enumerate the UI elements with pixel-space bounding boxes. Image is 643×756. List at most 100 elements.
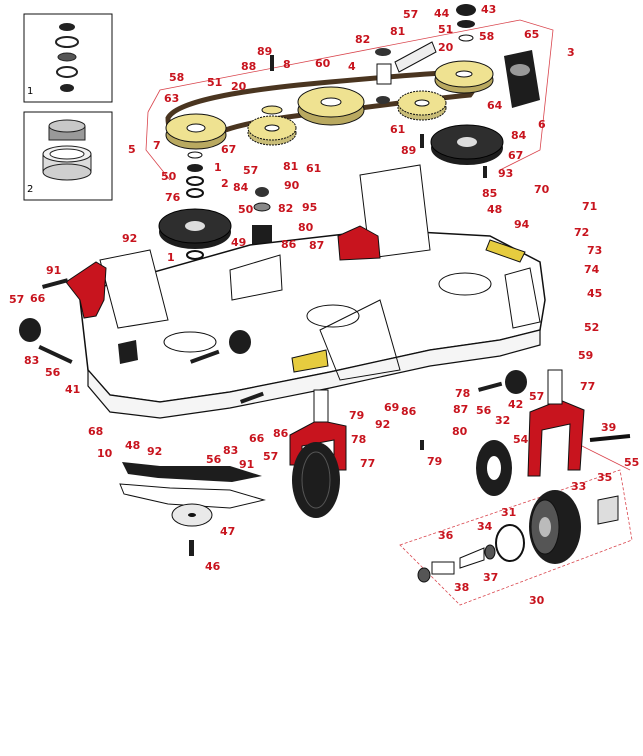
callout-87: 87 [453,403,469,416]
callout-80: 80 [452,425,468,438]
callout-42: 42 [508,398,524,411]
callout-91: 91 [46,264,62,277]
callout-84: 84 [233,181,249,194]
callout-73: 73 [587,244,603,257]
callout-77: 77 [360,457,376,470]
callout-2: 2 [221,177,229,190]
spindle-housing-right [430,124,504,165]
callout-52: 52 [584,321,600,334]
roller-left [19,318,527,394]
callout-93: 93 [498,167,514,180]
callout-90: 90 [284,179,300,192]
mower-blade-lower [119,483,266,509]
callout-78: 78 [455,387,471,400]
callout-60: 60 [315,57,331,70]
red-bracket-center [337,225,381,261]
callout-86: 86 [281,238,297,251]
callout-45: 45 [587,287,603,300]
inset-2-bushing [23,111,113,201]
callout-30: 30 [529,594,545,607]
inset-label-2: 2 [27,184,34,195]
callout-71: 71 [582,200,598,213]
callout-76: 76 [165,191,181,204]
callout-95: 95 [302,201,318,214]
callout-88: 88 [241,60,257,73]
callout-68: 68 [88,425,104,438]
callout-59: 59 [578,349,594,362]
callout-79: 79 [427,455,443,468]
callout-86: 86 [401,405,417,418]
callout-57: 57 [263,450,279,463]
callout-78: 78 [351,433,367,446]
callout-82: 82 [278,202,294,215]
callout-4: 4 [348,60,356,73]
caster-wheel-left [292,442,340,518]
callout-1: 1 [214,161,222,174]
callout-51: 51 [207,76,223,89]
callout-81: 81 [283,160,299,173]
callout-67: 67 [508,149,524,162]
pulley-left [165,113,227,150]
callout-51: 51 [438,23,454,36]
callout-44: 44 [434,7,450,20]
callout-58: 58 [479,30,495,43]
idler-pulley-left [247,105,297,146]
callout-37: 37 [483,571,499,584]
callout-80: 80 [298,221,314,234]
callout-57: 57 [243,164,259,177]
callout-61: 61 [390,123,406,136]
callout-50: 50 [161,170,177,183]
callout-67: 67 [221,143,237,156]
callout-79: 79 [349,409,365,422]
callout-43: 43 [481,3,497,16]
callout-39: 39 [601,421,617,434]
callout-48: 48 [125,439,141,452]
callout-66: 66 [30,292,46,305]
callout-54: 54 [513,433,529,446]
callout-81: 81 [390,25,406,38]
callout-57: 57 [9,293,25,306]
callout-69: 69 [384,401,400,414]
callout-57: 57 [403,8,419,21]
callout-56: 56 [45,366,61,379]
callout-86: 86 [273,427,289,440]
callout-47: 47 [220,525,236,538]
callout-64: 64 [487,99,503,112]
callout-7: 7 [153,139,161,152]
callout-57: 57 [529,390,545,403]
callout-50: 50 [238,203,254,216]
callout-6: 6 [538,118,546,131]
callout-72: 72 [574,226,590,239]
blade-washer [171,503,213,556]
callout-85: 85 [482,187,498,200]
callout-74: 74 [584,263,600,276]
callout-92: 92 [375,418,391,431]
callout-5: 5 [128,143,136,156]
callout-3: 3 [567,46,575,59]
callout-92: 92 [147,445,163,458]
callout-33: 33 [571,480,587,493]
callout-32: 32 [495,414,511,427]
spindle-housing-left [158,208,232,249]
pulley-center [297,86,365,126]
callout-36: 36 [438,529,454,542]
spacer-stack-top [375,41,437,104]
bearing-stack-center [252,187,272,244]
callout-92: 92 [122,232,138,245]
callout-63: 63 [164,92,180,105]
callout-55: 55 [624,456,640,469]
callout-34: 34 [477,520,493,533]
callout-56: 56 [476,404,492,417]
red-bracket-left [65,261,107,319]
callout-38: 38 [454,581,470,594]
callout-66: 66 [249,432,265,445]
caster-fork-right [527,369,585,477]
callout-31: 31 [501,506,517,519]
caster-wheel-right [529,490,581,564]
inset-1-bearing-stack [23,13,113,103]
callout-20: 20 [231,80,247,93]
callout-94: 94 [514,218,530,231]
axle-assembly [417,434,631,583]
